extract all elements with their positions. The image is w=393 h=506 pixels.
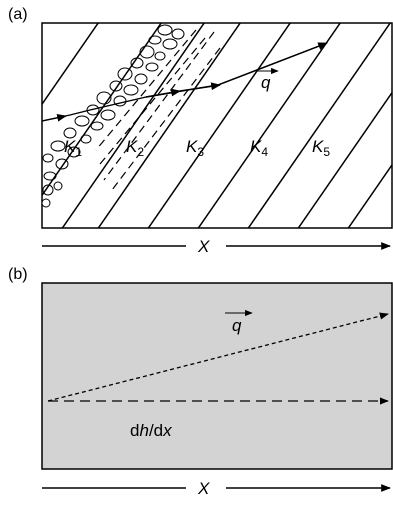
- flux-symbol-b: q: [232, 316, 242, 335]
- gradient-label: dh/dx: [130, 421, 172, 440]
- flux-label-b: q: [225, 309, 253, 335]
- layer-label-k1: K1: [64, 137, 82, 159]
- layer-label-k4: K4: [250, 137, 268, 159]
- flux-symbol-a: q: [261, 73, 271, 92]
- layer-label-k2: K2: [126, 137, 144, 159]
- layer-label-k3: K3: [186, 137, 204, 159]
- x-axis-label-a: X: [197, 237, 210, 256]
- gravel-layer: [42, 24, 185, 208]
- x-axis-label-b: X: [197, 479, 210, 498]
- panel-b-frame: [41, 282, 393, 470]
- panel-b: (b) q dh/dx X: [8, 266, 393, 498]
- layered-medium: q K1 K2 K3 K4 K5: [41, 22, 393, 229]
- flux-vector-b: [47, 312, 389, 402]
- x-axis-b: X: [42, 479, 391, 498]
- sand-layer-dashes: [95, 29, 221, 191]
- flux-label-a: q: [256, 67, 279, 92]
- layer-label-k5: K5: [312, 137, 330, 159]
- x-axis-a: X: [42, 237, 391, 256]
- flow-path: [41, 42, 328, 122]
- layer-boundaries: [42, 23, 392, 228]
- panel-b-label: (b): [8, 266, 28, 283]
- panel-a-label: (a): [8, 6, 28, 23]
- panel-a: (a): [8, 6, 393, 256]
